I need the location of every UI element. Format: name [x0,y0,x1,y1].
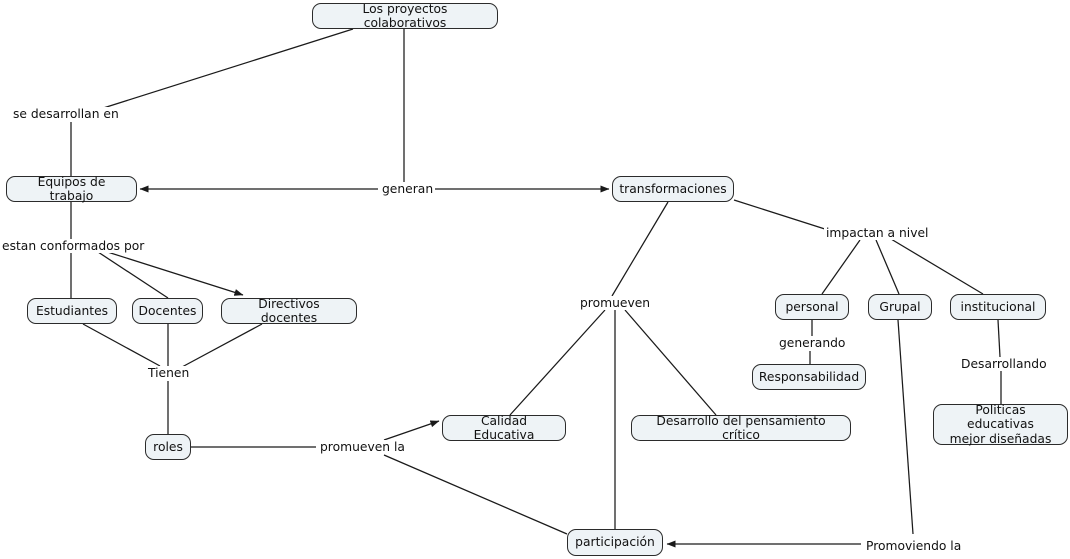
link-label-generan[interactable]: generan [380,182,436,196]
node-politicas[interactable]: Politicas educativas mejor diseñadas [933,403,1068,446]
node-grupal[interactable]: Grupal [868,294,932,320]
edge-transformaciones-to-impactan [733,199,829,231]
node-responsab[interactable]: Responsabilidad [752,364,866,390]
node-participacion[interactable]: participación [567,529,663,556]
edge-estudiantes-to-tienen [82,323,161,367]
edge-transformaciones-to-promueven [611,201,669,297]
edge-institucional-to-desarrollando [997,319,1001,358]
edge-promueven-to-desarrollo [624,309,717,416]
edge-promueven-to-calidad [509,309,606,416]
node-transf[interactable]: transformaciones [612,176,734,202]
edge-promueven-la-to-calidad [383,420,440,441]
edge-directivos-to-tienen [181,323,263,368]
node-directivos[interactable]: Directivos docentes [221,297,357,325]
node-roles[interactable]: roles [145,434,191,460]
edge-conformados-to-docentes [94,249,169,299]
edge-impactan-to-personal [821,239,861,295]
edge-impactan-to-institucional [890,238,984,295]
edge-root-to-se-desarrollan [96,28,354,111]
node-personal[interactable]: personal [775,294,849,320]
link-label-generando[interactable]: generando [777,336,848,350]
link-label-estan-conformados[interactable]: estan conformados por [0,239,147,253]
node-docentes[interactable]: Docentes [132,298,203,324]
edge-promueven-la-to-participacion [383,454,568,535]
link-label-promueven[interactable]: promueven [578,296,653,310]
link-label-promoviendo-la[interactable]: Promoviendo la [864,539,964,553]
link-label-desarrollando[interactable]: Desarrollando [959,357,1049,371]
edge-lines [70,28,1002,548]
edge-impactan-to-grupal [875,239,900,295]
node-equipos[interactable]: Equipos de trabajo [6,175,137,203]
link-label-tienen[interactable]: Tienen [146,366,192,380]
edge-conformados-to-directivos [97,248,244,296]
link-label-impactan-a-nivel[interactable]: impactan a nivel [824,226,931,240]
node-calidad[interactable]: Calidad Educativa [442,414,566,442]
node-estudiantes[interactable]: Estudiantes [27,298,117,324]
link-label-se-desarrollan-en[interactable]: se desarrollan en [11,107,121,121]
node-root[interactable]: Los proyectos colaborativos [312,2,498,30]
node-institucional[interactable]: institucional [950,294,1046,320]
edge-grupal-to-promoviendo [897,319,914,535]
link-label-promueven-la[interactable]: promueven la [318,440,407,454]
node-desarrollo[interactable]: Desarrollo del pensamiento crítico [631,414,851,442]
